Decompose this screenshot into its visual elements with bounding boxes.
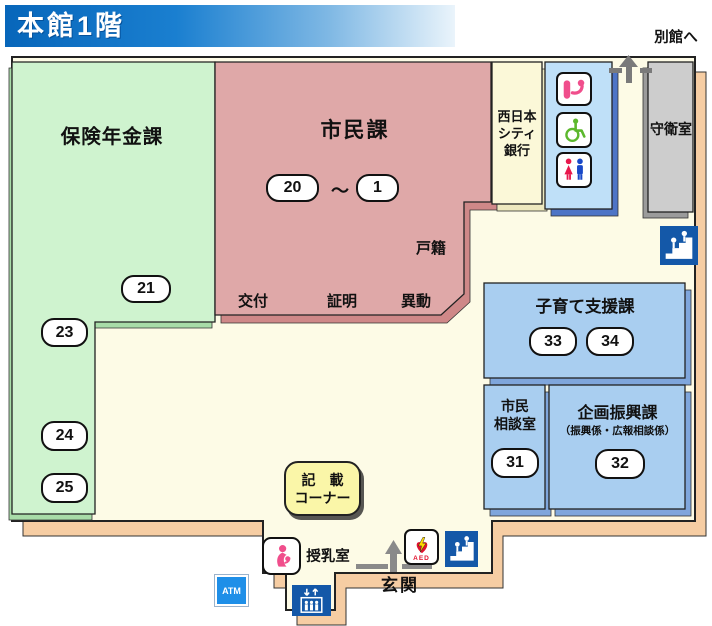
aed-label: AED	[413, 554, 430, 562]
consultation-label-line1: 市民	[501, 398, 529, 414]
room-insurance-pension-label: 保険年金課	[60, 126, 164, 148]
writing-corner-line2: コーナー	[294, 489, 351, 506]
label-kofu: 交付	[237, 293, 268, 310]
counter-badge-20: 20	[266, 174, 319, 202]
counter-badge-32: 32	[595, 449, 645, 479]
room-citizens-label: 市民課	[320, 119, 390, 142]
baby-changing-icon	[556, 72, 592, 106]
consultation-label-line2: 相談室	[494, 416, 536, 432]
entrance-arrow-icon	[356, 540, 432, 572]
atm-icon: ATM	[215, 575, 248, 606]
room-consultation	[483, 384, 546, 510]
writing-corner-box: 記 載 コーナー	[284, 461, 361, 516]
atm-label: ATM	[222, 585, 241, 596]
range-tilde: ～	[331, 181, 349, 201]
aed-icon: AED	[404, 529, 439, 565]
counter-badge-24: 24	[41, 421, 88, 451]
room-bank-label: 西日本 シティ 銀行	[492, 62, 542, 204]
entrance-label: 玄関	[381, 576, 419, 595]
room-child-support-label: 子育て支援課	[535, 298, 635, 316]
counter-badge-34: 34	[586, 327, 634, 356]
elevator-icon	[292, 585, 331, 616]
stairs-icon-upper	[660, 226, 698, 265]
annex-arrow-icon	[609, 55, 652, 83]
room-guard	[647, 61, 694, 213]
label-ido: 異動	[400, 293, 431, 310]
counter-badge-25: 25	[41, 473, 88, 503]
counter-badge-31: 31	[491, 448, 539, 478]
nursing-label: 授乳室	[306, 549, 350, 565]
room-child-support	[483, 282, 686, 379]
label-shomei: 証明	[326, 293, 357, 310]
counter-badge-21: 21	[121, 275, 171, 303]
bank-label-line3: 銀行	[503, 142, 530, 158]
stairs-icon-lower	[445, 531, 478, 567]
writing-corner-line1: 記 載	[301, 471, 344, 488]
room-consultation-label: 市民 相談室	[486, 397, 544, 433]
room-guard-label: 守衛室	[650, 121, 692, 137]
bank-label-line1: 西日本	[497, 108, 537, 124]
annex-label: 別館へ	[654, 30, 698, 46]
room-planning-subtitle: （振興係・広報相談係）	[559, 425, 676, 437]
room-planning-label: 企画振興課	[577, 405, 658, 422]
room-citizens	[214, 61, 492, 316]
room-planning	[548, 384, 686, 510]
counter-badge-1: 1	[356, 174, 399, 202]
label-koseki: 戸籍	[415, 240, 446, 257]
wheelchair-icon	[556, 112, 592, 148]
room-bank	[491, 61, 543, 205]
page-title: 本館1階	[5, 5, 455, 47]
counter-badge-33: 33	[529, 327, 577, 356]
toilet-icon	[556, 152, 592, 188]
nursing-icon	[262, 537, 301, 575]
counter-badge-23: 23	[41, 318, 88, 347]
bank-label-line2: シティ	[497, 125, 537, 141]
